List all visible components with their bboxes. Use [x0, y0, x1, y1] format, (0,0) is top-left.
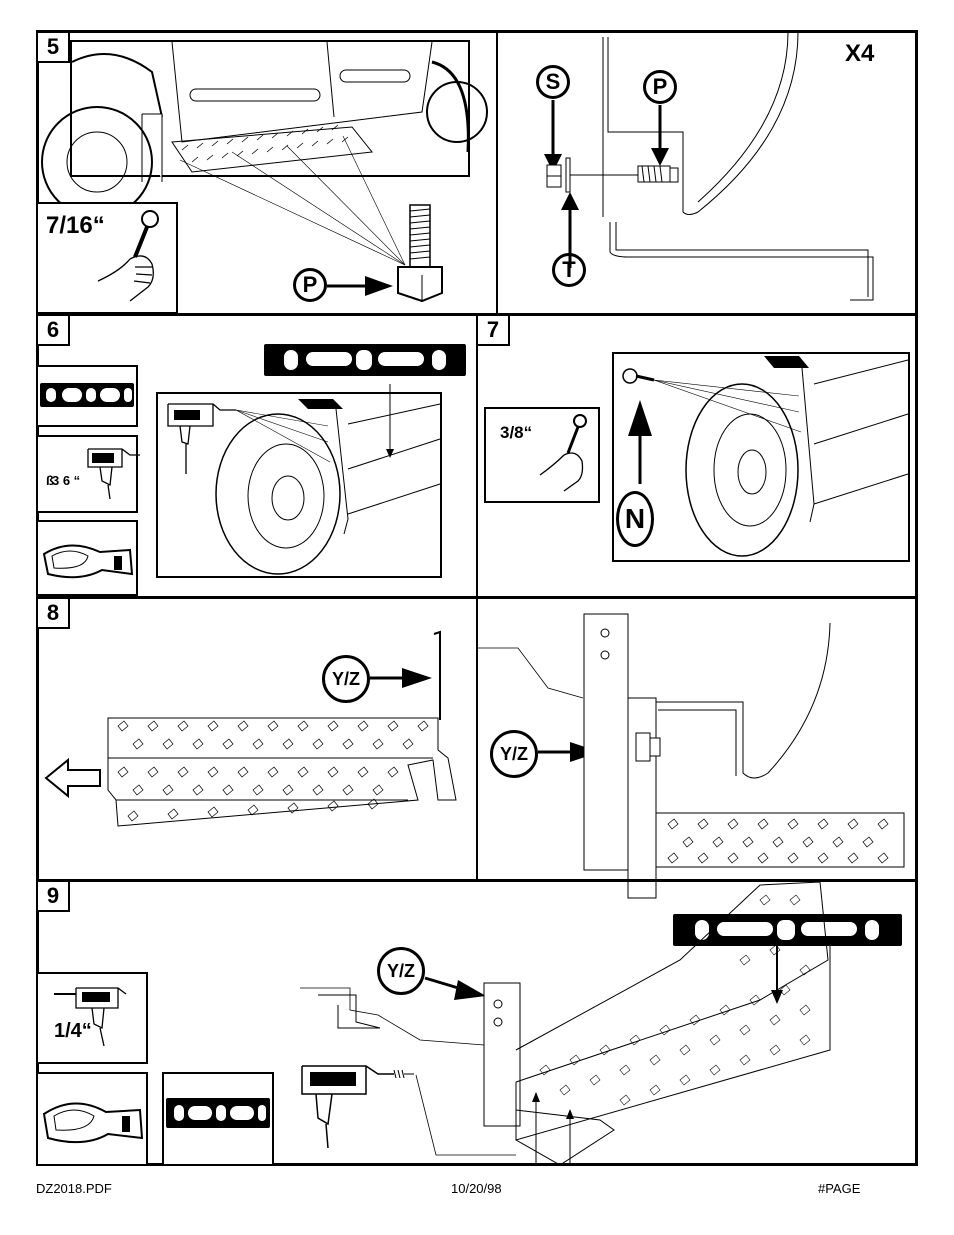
- callout-t: T: [552, 253, 586, 287]
- drill-icon: [54, 987, 127, 1047]
- drill-size-box-step6: ß 3 6 “: [36, 435, 140, 513]
- quantity-label: X4: [845, 40, 875, 67]
- goggles-box-step9: [36, 1072, 148, 1166]
- callout-p-bolt: P: [643, 70, 677, 104]
- divider-col-r1: [496, 30, 498, 314]
- callout-yz-step8-left: Y/Z: [322, 655, 370, 703]
- goggles-box-step6: [36, 520, 138, 596]
- wrench-icon: [97, 210, 159, 302]
- safety-goggles-icon: [42, 1102, 144, 1144]
- wheel-drill-drawing: [167, 384, 441, 575]
- footer-page: #PAGE: [818, 1181, 861, 1196]
- level-icon: [673, 914, 902, 946]
- wrench-icon: [539, 414, 587, 492]
- arrow-icon: [327, 276, 393, 296]
- footer-date: 10/20/98: [451, 1181, 502, 1196]
- wrench-size-label: 7/16“: [46, 212, 105, 239]
- wrench-size-box-step5: 7/16“: [36, 202, 178, 314]
- level-icon: [264, 344, 466, 376]
- wrench-size-label-step7: 3/8“: [500, 423, 533, 442]
- level-icon: [40, 383, 134, 407]
- drill-size-label: 3 6 “: [52, 473, 81, 488]
- running-board-drawing: [107, 630, 457, 827]
- divider-col-r3: [476, 597, 478, 880]
- bolt-icon: [397, 204, 443, 303]
- level-tool-box-step9: [162, 1072, 274, 1166]
- drill-icon: [87, 448, 140, 500]
- step-number-5: 5: [38, 33, 70, 63]
- divider-col-r2: [476, 314, 478, 597]
- step-number-7: 7: [478, 316, 510, 346]
- safety-goggles-icon: [42, 544, 134, 579]
- step-number-8: 8: [38, 599, 70, 629]
- callout-s: S: [536, 65, 570, 99]
- footer-filename: DZ2018.PDF: [36, 1181, 112, 1196]
- callout-p-step5: P: [293, 268, 327, 302]
- wheel-well-drill-illustration: [156, 384, 442, 578]
- step-number-9: 9: [38, 882, 70, 912]
- divider-row3: [36, 879, 918, 882]
- wheel-screw-drawing: [622, 356, 909, 557]
- callout-yz-step9: Y/Z: [377, 947, 425, 995]
- truck-side-illustration: [41, 40, 488, 218]
- wheel-screw-illustration: [612, 352, 910, 562]
- callout-yz-step8-right: Y/Z: [490, 730, 538, 778]
- step-number-6: 6: [38, 316, 70, 346]
- truck-body-drawing: [41, 41, 488, 218]
- bracket-mount-diagram: [478, 613, 905, 899]
- drill-icon: [301, 1065, 414, 1149]
- wrench-size-box-step7: 3/8“: [484, 407, 600, 503]
- drill-size-label-step9: 1/4“: [54, 1020, 92, 1042]
- callout-n: N: [616, 491, 654, 547]
- arrow-icon: [370, 668, 432, 688]
- drill-size-box-step9: 1/4“: [36, 972, 148, 1064]
- footer-rule: [36, 1164, 918, 1166]
- drill-size-prefix: ß: [46, 473, 54, 488]
- bracket-hardware-diagram: [544, 31, 874, 301]
- direction-arrow-icon: [44, 757, 101, 799]
- level-tool-box-step6: [36, 365, 138, 427]
- level-icon: [166, 1098, 270, 1128]
